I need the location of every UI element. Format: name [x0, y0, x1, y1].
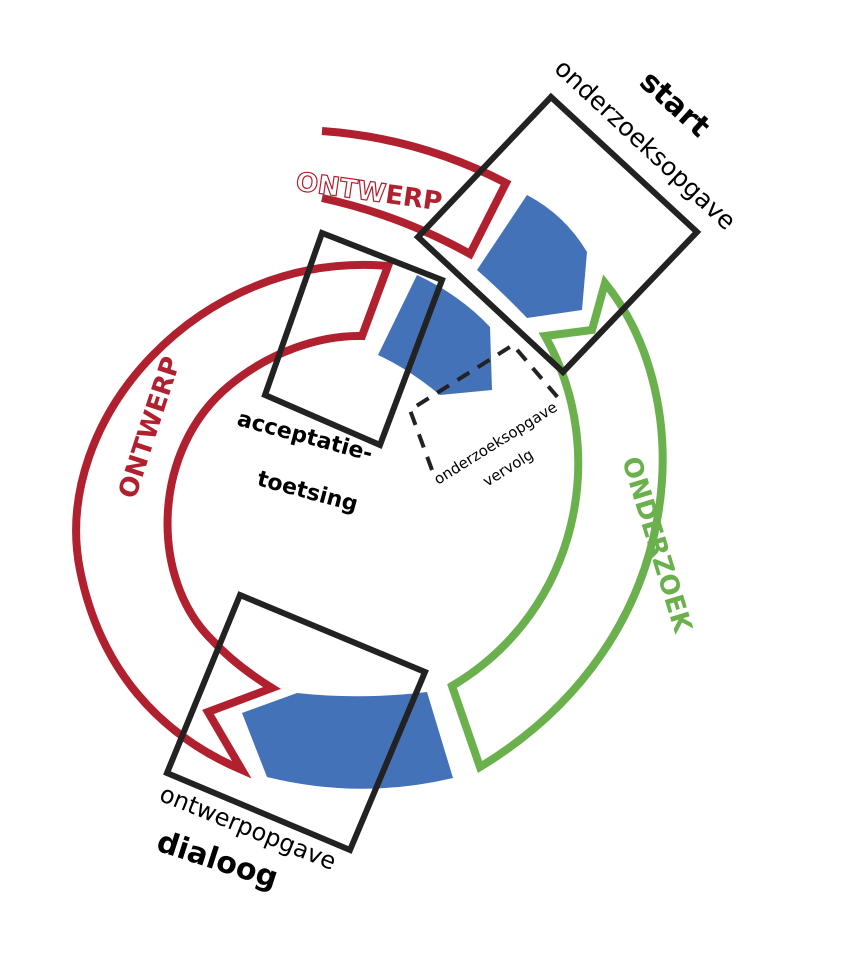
- blue-phase-start: [477, 195, 587, 318]
- ontwerp-top-outline: ONTW: [294, 167, 388, 209]
- red-ontwerp-left-band: [72, 260, 394, 779]
- ontwerp-top-fill: ERP: [383, 180, 443, 218]
- start-box: [413, 92, 702, 377]
- vervolg-dashed-box: [407, 342, 562, 471]
- acceptance-label-1: acceptatie-: [234, 407, 375, 467]
- dialogue-box: [163, 591, 429, 854]
- blue-phase-dialogue: [242, 692, 453, 789]
- blue-phase-acceptance: [378, 275, 492, 395]
- acceptance-box: [261, 229, 446, 450]
- acceptance-label-2: toetsing: [254, 467, 360, 518]
- red-ontwerp-top-band: [321, 127, 512, 260]
- green-onderzoek-band: [447, 274, 667, 773]
